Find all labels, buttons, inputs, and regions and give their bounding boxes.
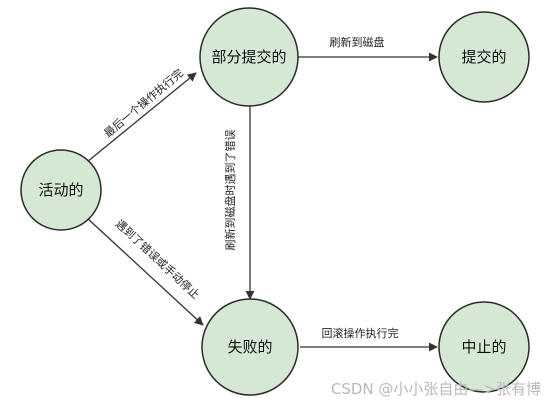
edge-label-flush-to-disk: 刷新到磁盘: [330, 35, 385, 49]
node-committed-label: 提交的: [461, 48, 506, 66]
edge-label-last-operation-done: 最后一个操作执行完: [101, 66, 186, 140]
edge-active-to-failed: [86, 217, 204, 326]
edge-label-rollback-done: 回滚操作执行完: [322, 326, 399, 340]
node-active-label: 活动的: [38, 181, 83, 199]
node-committed: 提交的: [438, 11, 530, 103]
node-partially-committed-label: 部分提交的: [211, 48, 286, 66]
edge-active-to-partially-committed: [86, 72, 197, 163]
node-partially-committed: 部分提交的: [199, 7, 299, 107]
edge-label-error-or-manual-stop: 遇到了错误或手动停止: [113, 216, 203, 301]
node-failed: 失败的: [201, 298, 299, 396]
watermark: CSDN @小小张自由—>张有博: [330, 380, 541, 398]
node-active: 活动的: [20, 149, 102, 231]
node-aborted: 中止的: [438, 301, 530, 393]
node-aborted-label: 中止的: [461, 338, 506, 356]
node-failed-label: 失败的: [227, 338, 272, 356]
edge-label-error-on-flush: 刷新到磁盘时遇到了错误: [223, 130, 237, 251]
